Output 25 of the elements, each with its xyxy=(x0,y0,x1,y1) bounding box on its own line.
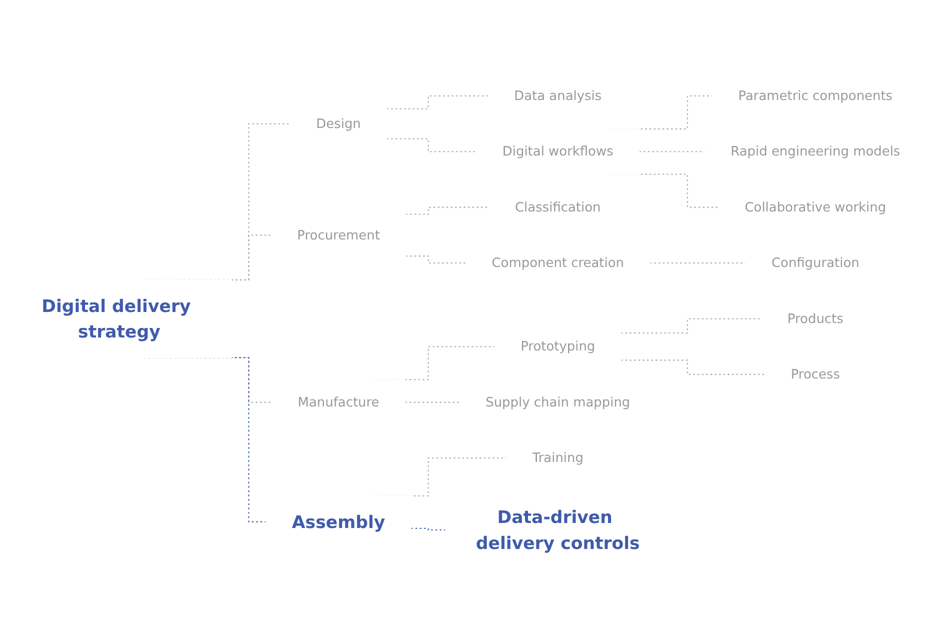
node-text: Parametric components xyxy=(738,88,893,104)
connector xyxy=(405,402,460,403)
node-text: Products xyxy=(787,310,844,326)
node-text: Design xyxy=(316,116,361,132)
connector xyxy=(621,318,762,334)
node-text: Data-driven delivery controls xyxy=(476,506,640,554)
connector xyxy=(411,528,446,530)
node-text: Classification xyxy=(515,199,601,215)
node-text: Configuration xyxy=(771,255,860,271)
node-text: Supply chain mapping xyxy=(486,394,630,410)
node-text: Component creation xyxy=(492,255,624,271)
node-text: Training xyxy=(532,450,584,466)
node-text: Prototyping xyxy=(520,338,596,354)
connector xyxy=(406,256,466,264)
node-text: Manufacture xyxy=(298,394,380,410)
node-text: Collaborative working xyxy=(744,199,886,215)
node-text: Assembly xyxy=(292,511,386,532)
node-text: Process xyxy=(790,366,840,382)
connector xyxy=(621,360,766,375)
connector xyxy=(386,95,489,110)
node-text: Data analysis xyxy=(514,88,602,104)
connector xyxy=(386,138,478,152)
connector xyxy=(406,206,490,215)
node-text: Rapid engineering models xyxy=(730,144,900,160)
node-text: Procurement xyxy=(297,227,380,243)
